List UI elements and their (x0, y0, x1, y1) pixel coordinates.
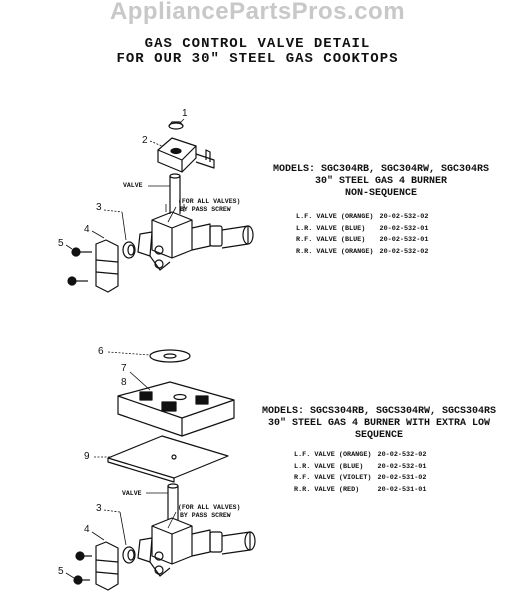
part-number: 20-02-531-02 (377, 474, 427, 482)
part-3-ring (122, 241, 136, 259)
models-line: MODELS: SGCS304RB, SGCS304RW, SGCS304RS (261, 406, 497, 417)
callout-9: 9 (84, 451, 90, 462)
callout-2: 2 (142, 135, 148, 146)
valve-name: R.F. VALVE (BLUE) (296, 236, 366, 244)
valve-name: R.R. VALVE (RED) (294, 485, 360, 494)
table-row: R.F. VALVE (BLUE) 20-02-532-01 (296, 235, 434, 247)
models-line: 30" STEEL GAS 4 BURNER WITH EXTRA LOW (267, 418, 491, 429)
callout-3b: 3 (96, 503, 102, 514)
table-row: L.R. VALVE (BLUE) 20-02-532-01 (294, 462, 432, 474)
callout-5b: 5 (58, 566, 64, 577)
part-number: 20-02-532-02 (377, 451, 427, 459)
callout-4b: 4 (84, 524, 90, 535)
part-4-bracket-2 (95, 541, 119, 591)
valve-stem (169, 173, 181, 214)
callout-7: 7 (121, 363, 127, 374)
callout-5: 5 (58, 238, 64, 249)
valve-name: R.R. VALVE (ORANGE) (296, 247, 374, 256)
table-row: L.R. VALVE (BLUE) 20-02-532-01 (296, 224, 434, 236)
part-6-washer (149, 349, 191, 363)
table-row: R.R. VALVE (ORANGE) 20-02-532-02 (296, 247, 434, 259)
bypass-label-2-line2: BY PASS SCREW (180, 512, 231, 519)
table-row: R.R. VALVE (RED) 20-02-531-01 (294, 485, 432, 497)
part-number: 20-02-532-01 (377, 462, 427, 471)
part-number: 20-02-531-01 (377, 485, 427, 494)
table-row: R.F. VALVE (VIOLET) 20-02-531-02 (294, 473, 432, 485)
valve-name: L.R. VALVE (BLUE) (294, 462, 364, 471)
valve-name: L.F. VALVE (ORANGE) (296, 213, 374, 221)
part-7-8-switch-block (117, 381, 235, 437)
part-1-clip (168, 121, 184, 130)
valve-table-1: L.F. VALVE (ORANGE) 20-02-532-02 L.R. VAL… (296, 212, 434, 258)
valve-table-2: L.F. VALVE (ORANGE) 20-02-532-02 L.R. VAL… (294, 450, 432, 496)
models-line: MODELS: SGC304RB, SGC304RW, SGC304RS (272, 164, 490, 175)
models-line: SEQUENCE (354, 430, 403, 441)
callout-4: 4 (84, 224, 90, 235)
diagram-subtitle: FOR OUR 30" STEEL GAS COOKTOPS (116, 51, 399, 67)
valve-label: VALVE (123, 182, 143, 189)
callout-1: 1 (182, 108, 188, 119)
part-5-screws (67, 247, 92, 286)
part-number: 20-02-532-02 (379, 213, 429, 221)
bypass-label-2-line1: (FOR ALL VALVES) (178, 504, 241, 511)
part-5-screws-2 (73, 551, 92, 585)
valve-body-2 (137, 517, 256, 577)
valve-label-2: VALVE (122, 490, 142, 497)
part-3-ring-2 (122, 546, 136, 564)
callout-8: 8 (121, 377, 127, 388)
part-2-switch (157, 137, 215, 173)
part-4-bracket (95, 239, 119, 293)
models-line: 30" STEEL GAS 4 BURNER (314, 176, 448, 187)
valve-name: R.F. VALVE (VIOLET) (294, 474, 372, 482)
part-number: 20-02-532-01 (379, 236, 429, 244)
valve-name: L.R. VALVE (BLUE) (296, 224, 366, 233)
diagram-title: GAS CONTROL VALVE DETAIL (144, 36, 371, 52)
bypass-label-line2: BY PASS SCREW (180, 206, 231, 213)
models-block-1: MODELS: SGC304RB, SGC304RW, SGC304RS 30"… (250, 164, 512, 200)
part-number: 20-02-532-01 (379, 224, 429, 233)
callout-6: 6 (98, 346, 104, 357)
valve-body (137, 204, 254, 271)
table-row: L.F. VALVE (ORANGE) 20-02-532-02 (294, 450, 432, 462)
valve-name: L.F. VALVE (ORANGE) (294, 451, 372, 459)
valve-stem-2 (167, 483, 179, 520)
part-9-plate (107, 435, 229, 483)
bypass-label-line1: (FOR ALL VALVES) (178, 198, 241, 205)
models-line: NON-SEQUENCE (344, 188, 417, 199)
models-block-2: MODELS: SGCS304RB, SGCS304RW, SGCS304RS … (244, 406, 514, 442)
table-row: L.F. VALVE (ORANGE) 20-02-532-02 (296, 212, 434, 224)
callout-3: 3 (96, 202, 102, 213)
part-number: 20-02-532-02 (379, 247, 429, 256)
watermark: AppliancePartsPros.com (109, 0, 406, 25)
